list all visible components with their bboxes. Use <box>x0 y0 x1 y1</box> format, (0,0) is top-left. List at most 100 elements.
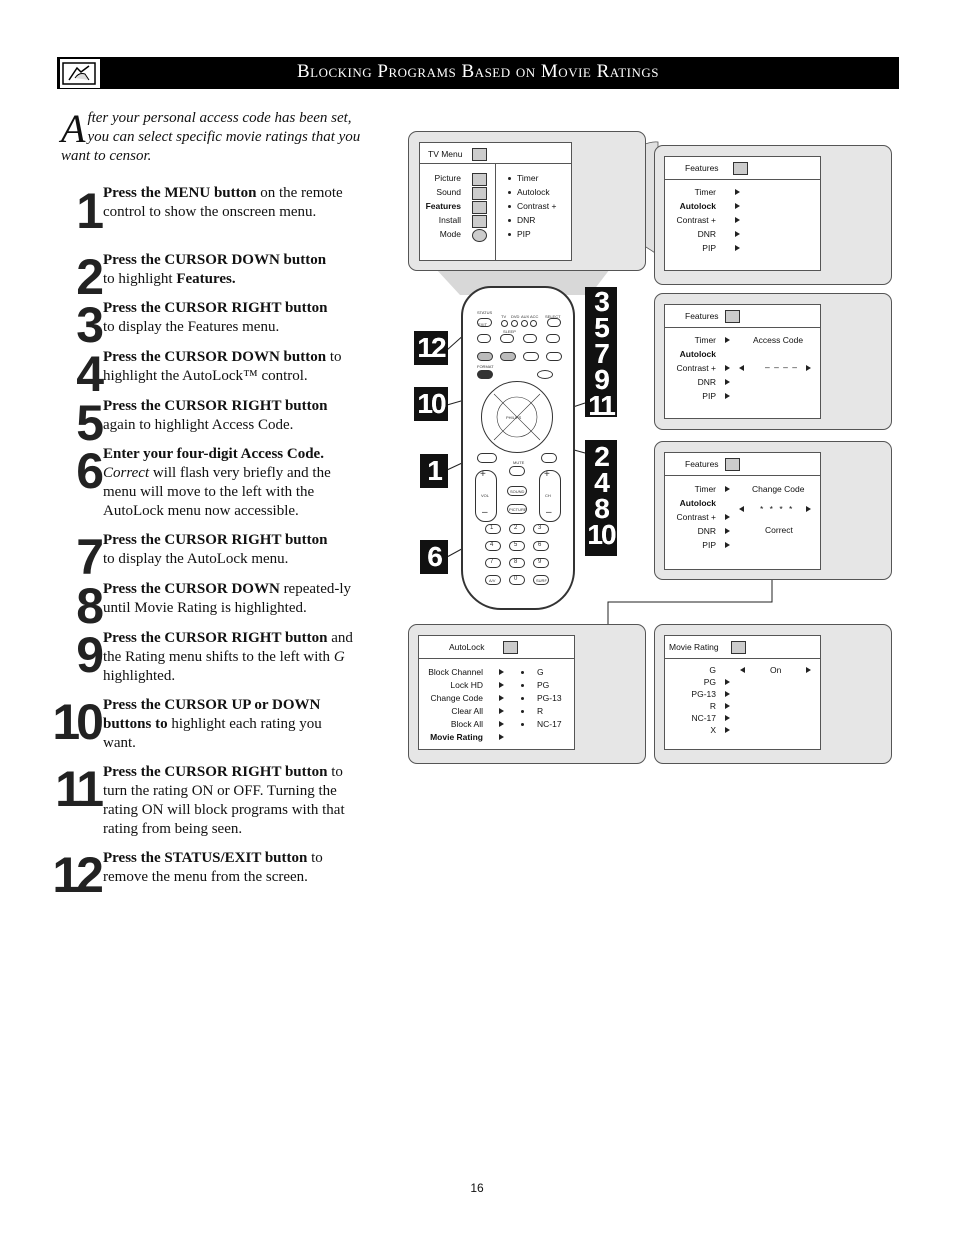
menu-item-timer[interactable]: Timer <box>694 484 716 494</box>
menu-item-change-code[interactable]: Change Code <box>430 693 483 703</box>
callout-step-12: 12 <box>414 331 448 365</box>
menu-item-timer[interactable]: Timer <box>694 187 716 197</box>
step-number: 8 <box>76 578 104 634</box>
surf-button[interactable]: SURF <box>533 575 549 585</box>
rewind-button[interactable] <box>477 352 493 361</box>
menu-item-install[interactable]: Install <box>438 215 461 225</box>
menu-item-sound[interactable]: Sound <box>436 187 461 197</box>
cursor-pad[interactable]: PHILIPS <box>481 381 553 453</box>
menu-item-picture[interactable]: Picture <box>434 173 461 183</box>
digit-9-button[interactable]: 9 <box>533 558 549 568</box>
digit-3-button[interactable]: 3 <box>533 524 549 534</box>
rating-item-g[interactable]: G <box>709 665 716 675</box>
record-button[interactable] <box>523 334 537 343</box>
rating-on-value[interactable]: On <box>770 665 782 675</box>
features-screen-3: Features Timer Autolock Contrast + DNR P… <box>664 452 821 570</box>
mute-label: MUTE <box>513 460 525 465</box>
menu-item-autolock[interactable]: Autolock <box>679 498 716 508</box>
menu-item-pip[interactable]: PIP <box>702 391 716 401</box>
menu-item-features[interactable]: Features <box>425 201 461 211</box>
callout-text: 6 <box>427 541 443 572</box>
menu-item-autolock[interactable]: Autolock <box>679 349 716 359</box>
cc-button[interactable] <box>546 334 560 343</box>
menu-item-contrast[interactable]: Contrast + <box>676 512 716 522</box>
play-button[interactable] <box>523 352 539 361</box>
step-text: Press the CURSOR DOWN button to highligh… <box>103 252 327 287</box>
menu-item-mode[interactable]: Mode <box>439 229 461 239</box>
digit-8-button[interactable]: 8 <box>509 558 525 568</box>
digit-label: 2 <box>514 525 518 531</box>
format-label: FORMAT <box>477 364 494 369</box>
step-text: Press the MENU button on the remote cont… <box>103 185 343 220</box>
digit-1-button[interactable]: 1 <box>485 524 501 534</box>
pip-ch-button[interactable] <box>541 453 557 463</box>
rating-item-pg13[interactable]: PG-13 <box>691 689 716 699</box>
menu-item-pip[interactable]: PIP <box>702 243 716 253</box>
sound-button[interactable]: SOUND <box>507 486 527 496</box>
menu-item-clear-all[interactable]: Clear All <box>451 706 483 716</box>
power-button[interactable] <box>477 334 491 343</box>
menu-item-contrast[interactable]: Contrast + <box>676 363 716 373</box>
step-number: 2 <box>76 249 104 305</box>
callout-step-1: 1 <box>420 454 448 488</box>
aux-button[interactable] <box>521 320 528 327</box>
av-button[interactable]: A/V <box>485 575 501 585</box>
menu-item-lock-hd[interactable]: Lock HD <box>450 680 483 690</box>
menu-item-autolock[interactable]: Autolock <box>679 201 716 211</box>
digit-0-button[interactable]: 0 <box>509 575 525 585</box>
callout-text: 10 <box>417 388 446 419</box>
autolock-icon <box>503 641 518 654</box>
step-text: Press the CURSOR DOWN button to highligh… <box>103 349 342 384</box>
select-button[interactable] <box>547 318 561 327</box>
features-screen-1: Features Timer Autolock Contrast + DNR P… <box>664 156 821 271</box>
step-number: 4 <box>76 346 104 402</box>
pip-button[interactable] <box>537 370 553 379</box>
menu-item-block-channel[interactable]: Block Channel <box>428 667 483 677</box>
rating-pg: PG <box>537 680 550 690</box>
rating-item-x[interactable]: X <box>710 725 716 735</box>
callout-step-10: 10 <box>414 387 448 421</box>
volume-rocker[interactable]: + – VOL <box>475 469 497 522</box>
change-code-field[interactable]: * * * * <box>760 504 795 514</box>
page-number: 16 <box>470 1181 484 1195</box>
stop-button[interactable] <box>500 352 516 361</box>
mute-button[interactable] <box>509 466 525 476</box>
av-label: A/V <box>489 578 496 583</box>
picture-button[interactable]: PICTURE <box>507 504 527 514</box>
acc-button[interactable] <box>530 320 537 327</box>
tv-menu-screen: TV Menu Picture Sound Features Install M… <box>419 142 572 261</box>
sleep-button[interactable] <box>500 334 514 343</box>
rating-item-pg[interactable]: PG <box>703 677 716 687</box>
menu-item-dnr[interactable]: DNR <box>697 229 716 239</box>
correct-status: Correct <box>765 525 793 535</box>
step-number: 6 <box>76 443 104 499</box>
menu-item-dnr[interactable]: DNR <box>697 377 716 387</box>
rating-item-nc17[interactable]: NC-17 <box>691 713 716 723</box>
format-button[interactable] <box>477 370 493 379</box>
picture-icon <box>472 173 487 186</box>
rating-item-r[interactable]: R <box>709 701 716 711</box>
access-code-field[interactable]: – – – – <box>765 362 798 372</box>
features-screen-2: Features Timer Autolock Contrast + DNR P… <box>664 304 821 419</box>
menu-button[interactable] <box>477 453 497 463</box>
digit-2-button[interactable]: 2 <box>509 524 525 534</box>
channel-rocker[interactable]: + – CH <box>539 469 561 522</box>
menu-item-block-all[interactable]: Block All <box>450 719 483 729</box>
menu-item-pip[interactable]: PIP <box>702 540 716 550</box>
features-panel-3: Features Timer Autolock Contrast + DNR P… <box>654 441 892 580</box>
digit-5-button[interactable]: 5 <box>509 541 525 551</box>
status-exit-button[interactable] <box>477 318 492 327</box>
menu-item-timer[interactable]: Timer <box>694 335 716 345</box>
submenu-pip: PIP <box>517 229 531 239</box>
dvd-button[interactable] <box>511 320 518 327</box>
autolock-screen: AutoLock Block Channel Lock HD Change Co… <box>418 635 575 750</box>
menu-item-contrast[interactable]: Contrast + <box>676 215 716 225</box>
menu-item-dnr[interactable]: DNR <box>697 526 716 536</box>
digit-4-button[interactable]: 4 <box>485 541 501 551</box>
digit-7-button[interactable]: 7 <box>485 558 501 568</box>
forward-button[interactable] <box>546 352 562 361</box>
digit-6-button[interactable]: 6 <box>533 541 549 551</box>
features-icon <box>725 458 740 471</box>
menu-item-movie-rating[interactable]: Movie Rating <box>430 732 483 742</box>
tv-button[interactable] <box>501 320 508 327</box>
